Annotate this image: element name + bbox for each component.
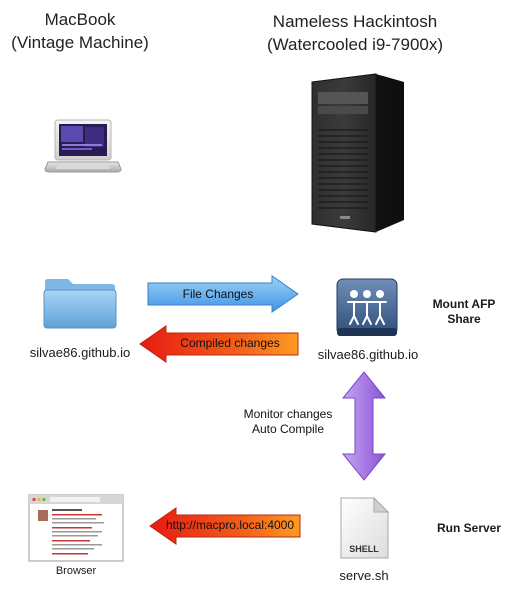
- hackintosh-title: Nameless Hackintosh (Watercooled i9-7900…: [240, 10, 470, 56]
- share-label: silvae86.github.io: [317, 347, 419, 362]
- network-share-icon: [336, 278, 398, 336]
- script-label: serve.sh: [339, 568, 389, 583]
- run-server-note: Run Server: [436, 521, 502, 535]
- macbook-title-line1: MacBook: [44, 10, 116, 29]
- mount-afp-line1: Mount AFP: [432, 297, 496, 311]
- folder-label: silvae86.github.io: [29, 345, 131, 360]
- monitor-line2: Auto Compile: [251, 422, 325, 436]
- browser-label: Browser: [55, 565, 97, 577]
- folder-icon: [43, 279, 117, 329]
- server-url-arrow: [149, 507, 301, 545]
- file-changes-arrow: [147, 275, 299, 313]
- laptop-icon: [44, 119, 122, 173]
- mount-afp-note: Mount AFP Share: [424, 297, 504, 327]
- browser-window-icon: [28, 494, 124, 562]
- file-changes-label: File Changes: [182, 287, 254, 301]
- mount-afp-line2: Share: [447, 312, 481, 326]
- compiled-changes-arrow: [139, 325, 299, 363]
- compiled-changes-label: Compiled changes: [180, 336, 280, 350]
- hackintosh-title-line2: (Watercooled i9-7900x): [266, 35, 444, 54]
- monitor-changes-arrow: [341, 371, 387, 481]
- desktop-tower-icon: [311, 73, 404, 233]
- macbook-title-line2: (Vintage Machine): [11, 33, 149, 52]
- macbook-title: MacBook (Vintage Machine): [0, 8, 160, 54]
- shell-badge: SHELL: [349, 544, 379, 554]
- hackintosh-title-line1: Nameless Hackintosh: [272, 12, 438, 31]
- monitor-changes-note: Monitor changes Auto Compile: [228, 407, 348, 437]
- shell-script-icon: [340, 496, 390, 559]
- monitor-line1: Monitor changes: [243, 407, 333, 421]
- server-url-label: http://macpro.local:4000: [165, 518, 295, 532]
